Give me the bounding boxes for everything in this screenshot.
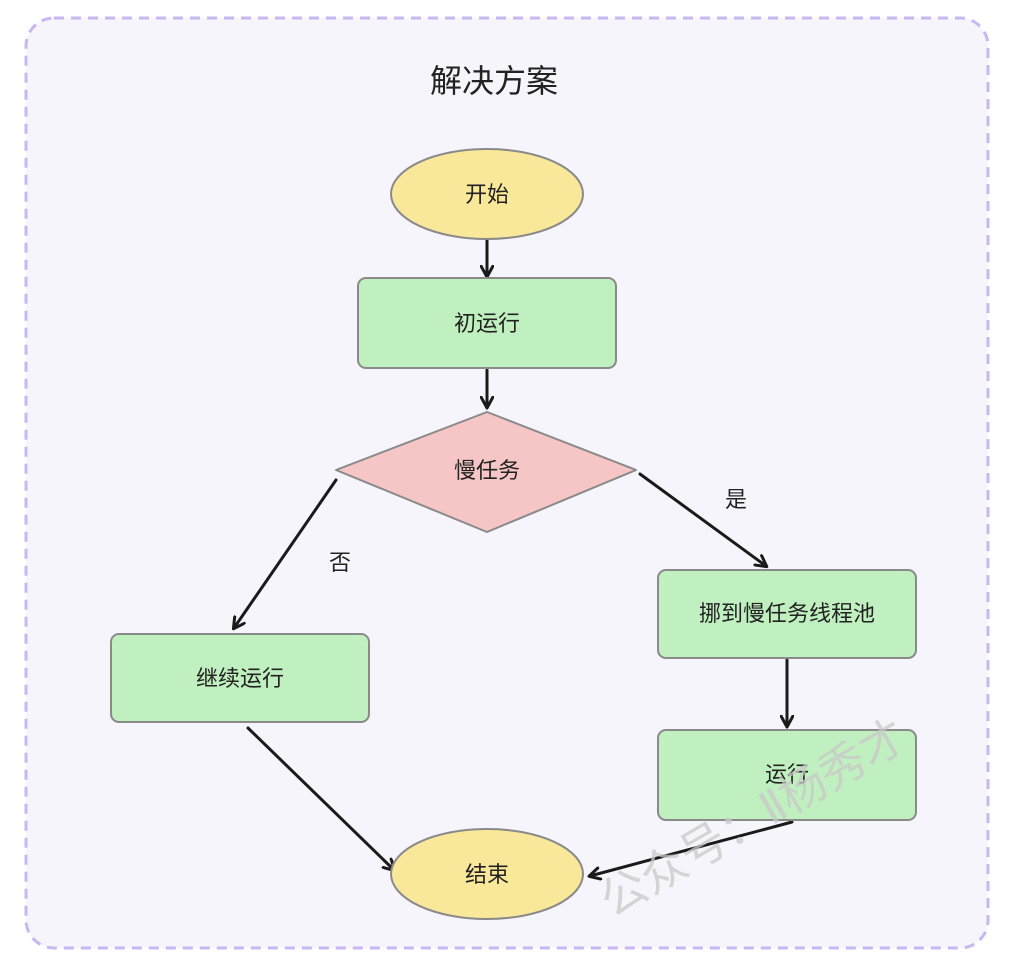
node-continue-run-label: 继续运行: [196, 667, 284, 692]
node-start: 开始: [390, 148, 584, 240]
node-slow-task-label: 慢任务: [454, 459, 520, 484]
node-initial-run: 初运行: [357, 277, 617, 369]
node-start-label: 开始: [465, 183, 509, 208]
edge-slow-task-to-move-pool: [638, 472, 766, 566]
edge-run-to-end: [590, 820, 794, 876]
node-end-label: 结束: [465, 863, 509, 888]
node-continue-run: 继续运行: [110, 633, 370, 723]
edge-label-no: 否: [329, 551, 351, 576]
edge-continue-run-to-end: [246, 726, 394, 870]
node-initial-run-label: 初运行: [454, 312, 520, 337]
node-run-label: 运行: [765, 763, 809, 788]
edge-label-yes: 是: [725, 488, 747, 513]
node-end: 结束: [390, 828, 584, 920]
edge-slow-task-to-continue-run: [234, 478, 338, 628]
diagram-title: 解决方案: [430, 62, 558, 100]
node-move-pool: 挪到慢任务线程池: [657, 569, 917, 659]
node-run: 运行: [657, 729, 917, 821]
node-move-pool-label: 挪到慢任务线程池: [699, 602, 875, 627]
edges: [234, 238, 794, 876]
node-slow-task: 慢任务: [335, 411, 637, 533]
